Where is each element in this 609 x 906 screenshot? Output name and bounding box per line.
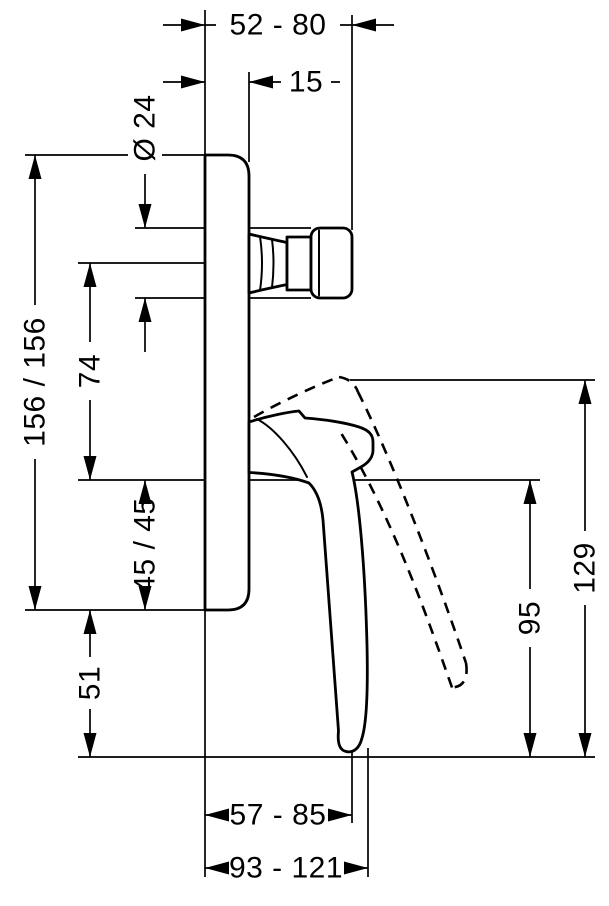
label-mask	[73, 342, 107, 400]
label-mask	[218, 851, 355, 885]
label-mask	[216, 8, 340, 42]
arrow-head	[83, 733, 97, 757]
arrow-head	[578, 380, 592, 404]
arrow-head	[328, 808, 352, 822]
arrow-head	[249, 75, 273, 89]
lever-open-tip	[451, 662, 468, 689]
spindle-knob	[309, 226, 354, 300]
arrow-head	[205, 808, 229, 822]
arrow-head	[344, 861, 368, 875]
arrow-head	[138, 480, 152, 504]
dim-label-95: 95	[514, 601, 547, 635]
dim-label-52-80: 52 - 80	[230, 9, 327, 42]
handle-open-position	[253, 375, 468, 689]
arrow-head	[83, 456, 97, 480]
dimension-labels: 52 - 80 15 Ø 24 156 / 156 74 45 / 45 51 …	[18, 8, 602, 885]
arrow-head	[83, 263, 97, 287]
lever-open-head-end	[338, 375, 360, 393]
dim-label-51: 51	[74, 666, 107, 700]
dim-label-93-121: 93 - 121	[229, 852, 343, 885]
handle-lever	[247, 409, 375, 754]
arrow-head	[138, 586, 152, 610]
lever-open-top-edge	[253, 375, 340, 419]
arrow-head	[578, 733, 592, 757]
arrow-head	[181, 18, 205, 32]
label-mask	[18, 305, 52, 459]
dim-label-57-85: 57 - 85	[230, 799, 327, 832]
lever-open-inner-edge	[339, 432, 454, 688]
lever-head-detail-line	[256, 418, 308, 478]
arrow-head	[205, 861, 229, 875]
dim-label-129: 129	[569, 542, 602, 594]
spindle-cone-ring	[259, 235, 263, 292]
spindle-collar	[285, 235, 313, 292]
dim-label-dia-24: Ø 24	[129, 94, 162, 161]
label-mask	[513, 589, 547, 647]
label-mask	[73, 657, 107, 709]
dim-label-45-45: 45 / 45	[129, 497, 162, 592]
dim-label-15: 15	[289, 66, 323, 99]
spindle-cone	[247, 232, 289, 295]
arrow-head	[28, 155, 42, 179]
arrow-head	[138, 204, 152, 228]
valve-body	[203, 153, 354, 612]
spindle-cone-ring	[271, 238, 275, 289]
dimension-arrows	[28, 18, 592, 875]
label-mask	[216, 798, 340, 832]
arrow-head	[352, 18, 376, 32]
label-mask	[568, 531, 602, 605]
lever-solid	[247, 409, 375, 754]
arrow-head	[181, 75, 205, 89]
arrow-head	[523, 733, 537, 757]
arrow-head	[28, 586, 42, 610]
arrow-head	[138, 298, 152, 322]
escutcheon-plate	[203, 153, 251, 612]
arrow-head	[83, 610, 97, 634]
label-mask	[128, 82, 162, 174]
arrow-head	[523, 480, 537, 504]
lever-open-outer-edge	[356, 391, 468, 664]
dim-label-156-156: 156 / 156	[19, 317, 52, 447]
label-mask	[281, 65, 331, 99]
dim-label-74: 74	[74, 354, 107, 388]
label-mask	[128, 489, 162, 601]
